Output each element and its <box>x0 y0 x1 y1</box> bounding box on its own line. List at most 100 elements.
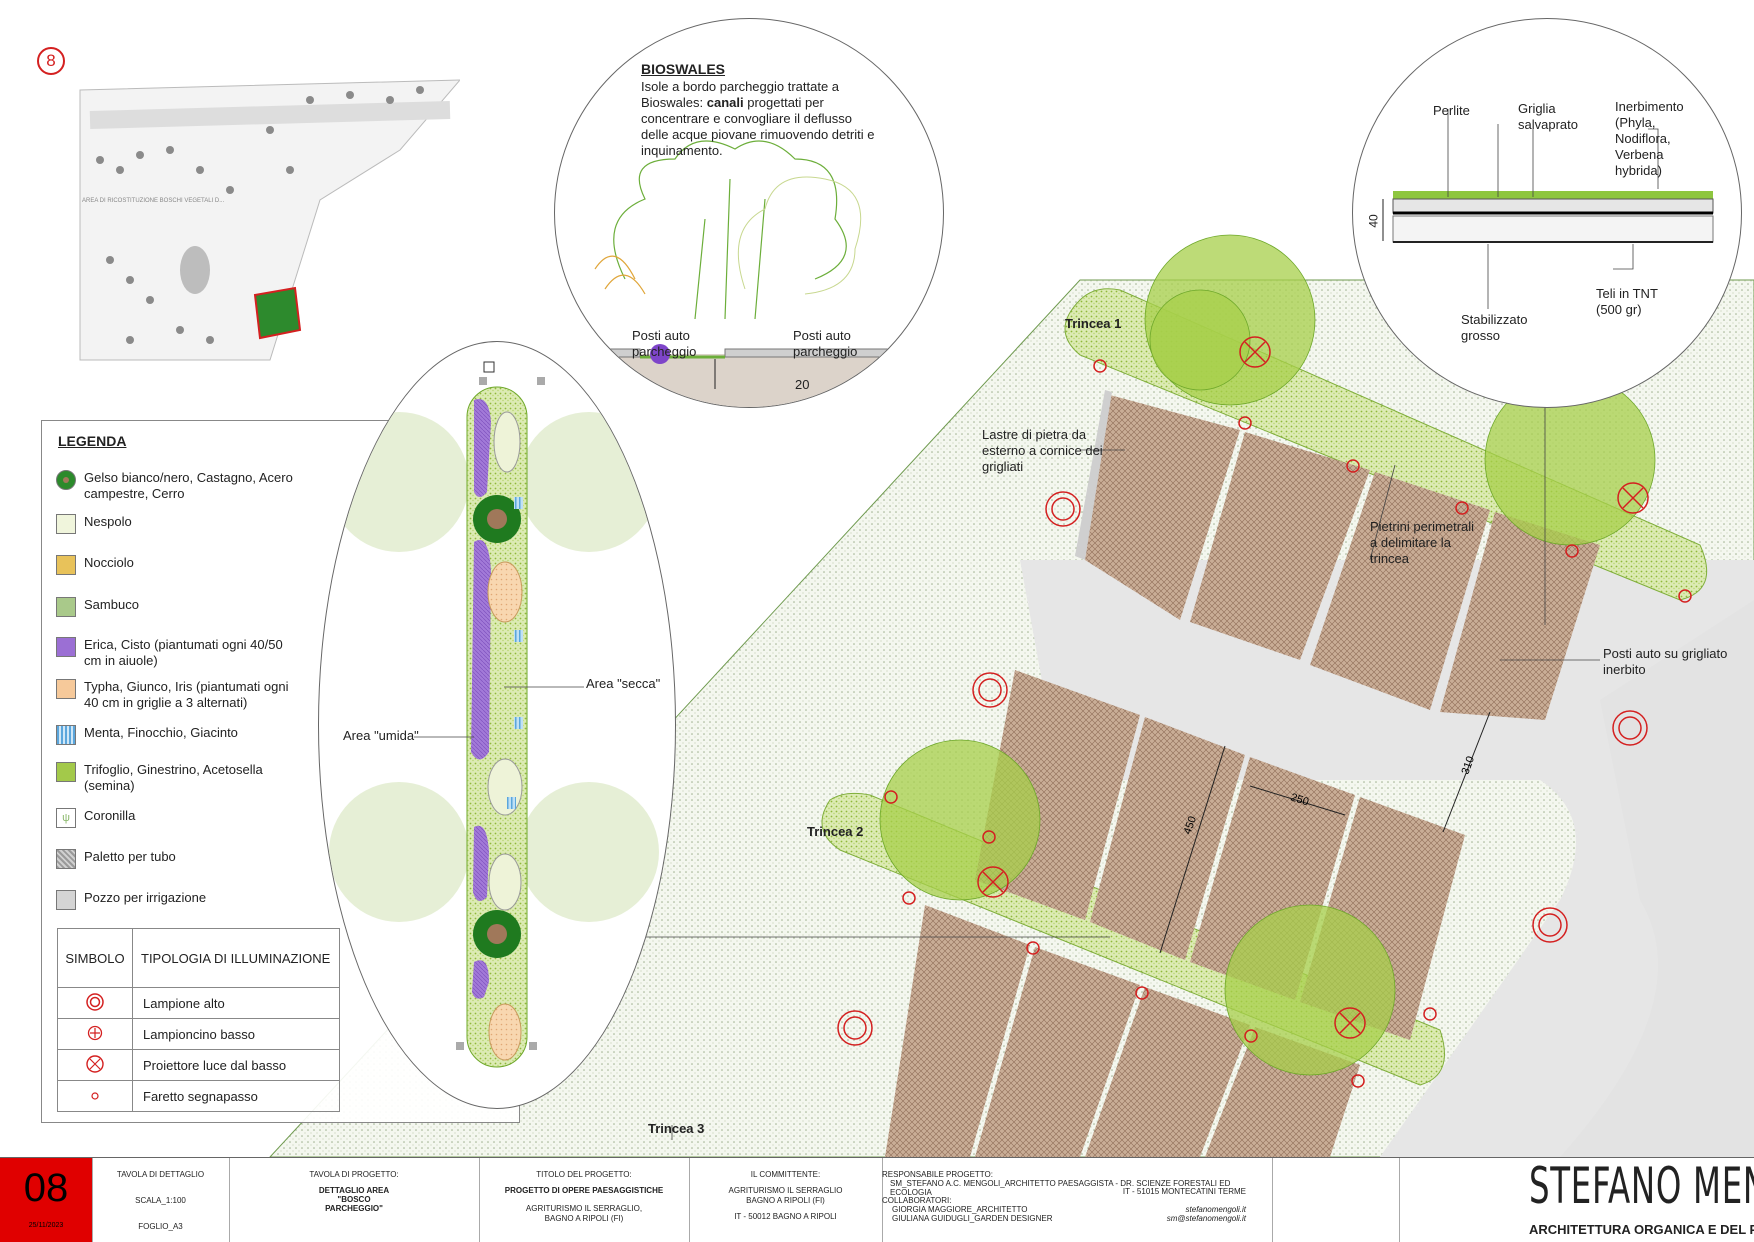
bioswales-depth: 20 <box>795 377 810 392</box>
trifoglio-icon <box>56 762 76 782</box>
trench-plan-illustration <box>329 361 659 1068</box>
collab-1: GIORGIA MAGGIORE_ARCHITETTO <box>892 1205 1028 1214</box>
legend-label-trifoglio: Trifoglio, Ginestrino, Acetosella (semin… <box>84 762 263 793</box>
legend-label-erica: Erica, Cisto (piantumati ogni 40/50 cm i… <box>84 637 283 668</box>
legend-label-sambuco: Sambuco <box>84 597 139 612</box>
section-depth: 40 <box>1366 214 1381 228</box>
posti-auto-label: Posti auto su grigliato inerbito <box>1603 646 1728 677</box>
email: sm@stefanomengoli.it <box>1166 1214 1246 1223</box>
lighting-row-faretto: Faretto segnapasso <box>132 1080 340 1112</box>
lighting-row-lampione-alto: Lampione alto <box>132 987 340 1019</box>
bioswales-desc-pre: Isole a bordo parcheggio trattate a Bios… <box>641 79 840 110</box>
bioswales-title: BIOSWALES <box>641 61 726 77</box>
tavola-dettaglio: TAVOLA DI DETTAGLIO <box>116 1170 205 1179</box>
lighting-row-proiettore: Proiettore luce dal basso <box>132 1049 340 1081</box>
trench-detail: Area "secca" Area "umida" <box>318 341 676 1109</box>
titolo-progetto-value: PROGETTO DI OPERE PAESAGGISTICHE <box>504 1186 664 1195</box>
web: stefanomengoli.it <box>1185 1205 1246 1214</box>
trincea-3-label: Trincea 3 <box>648 1121 705 1136</box>
section-inerbimento: Inerbimento (Phyla, Nodiflora, Verbena h… <box>1615 99 1684 178</box>
lighting-col-symbol: SIMBOLO <box>57 928 133 988</box>
tavola-progetto-cell: TAVOLA DI PROGETTO: DETTAGLIO AREA "BOSC… <box>229 1158 480 1242</box>
bioswales-description: Isole a bordo parcheggio trattate a Bios… <box>641 79 876 159</box>
committente-2: BAGNO A RIPOLI (FI) <box>746 1196 825 1205</box>
bioswales-illustration <box>555 140 943 407</box>
responsabile-label: RESPONSABILE PROGETTO: <box>882 1170 993 1179</box>
pavement-section-detail: Perlite Griglia salvaprato Inerbimento (… <box>1352 18 1742 408</box>
tavola-progetto-value: DETTAGLIO AREA "BOSCO PARCHEGGIO" <box>318 1186 390 1213</box>
erica-icon <box>56 637 76 657</box>
bioswales-detail: BIOSWALES Isole a bordo parcheggio tratt… <box>554 18 944 408</box>
trincea-2-label: Trincea 2 <box>807 824 864 839</box>
blank-cell <box>1272 1158 1400 1242</box>
legend-item-coronilla: ψ Coronilla <box>56 808 135 828</box>
dim-450: 450 <box>1182 815 1200 836</box>
legend-item-nespolo: Nespolo <box>56 514 132 534</box>
titolo-progetto-sub2: BAGNO A RIPOLI (FI) <box>544 1214 624 1223</box>
trincea-1-label: Trincea 1 <box>1065 316 1122 331</box>
scala: SCALA_1:100 <box>135 1196 186 1205</box>
committente-1: AGRITURISMO IL SERRAGLIO <box>728 1186 843 1195</box>
scale-cell: TAVOLA DI DETTAGLIO SCALA_1:100 FOGLIO_A… <box>92 1158 230 1242</box>
collaboratori-label: COLLABORATORI: <box>882 1196 952 1205</box>
titolo-progetto-cell: TITOLO DEL PROGETTO: PROGETTO DI OPERE P… <box>479 1158 690 1242</box>
section-illustration <box>1382 109 1714 309</box>
faretto-icon <box>57 1080 133 1112</box>
pozzo-icon <box>56 890 76 910</box>
legend-item-menta: Menta, Finocchio, Giacinto <box>56 725 238 745</box>
lampione-alto-icon <box>57 987 133 1019</box>
area-secca-label: Area "secca" <box>586 676 661 691</box>
legend-item-nocciolo: Nocciolo <box>56 555 134 575</box>
tree-icon <box>56 470 76 490</box>
brand-name: STEFANO MENGOLI <box>1529 1158 1754 1215</box>
foglio: FOGLIO_A3 <box>138 1222 183 1231</box>
sheet-date: 25/11/2023 <box>28 1222 64 1229</box>
dim-250: 250 <box>1289 791 1310 808</box>
paletto-icon <box>56 849 76 869</box>
committente-3: IT - 50012 BAGNO A RIPOLI <box>734 1212 837 1221</box>
section-stabilizzato: Stabilizzato grosso <box>1461 312 1528 343</box>
legend-item-sambuco: Sambuco <box>56 597 139 617</box>
legend-label-nespolo: Nespolo <box>84 514 132 529</box>
pietrini-label: Pietrini perimetrali a delimitare la tri… <box>1370 519 1475 566</box>
legend-label-nocciolo: Nocciolo <box>84 555 134 570</box>
collab-2: GIULIANA GUIDUGLI_GARDEN DESIGNER <box>892 1214 1053 1223</box>
lampioncino-basso-icon <box>57 1018 133 1050</box>
legend-item-typha: Typha, Giunco, Iris (piantumati ogni 40 … <box>56 679 304 711</box>
bioswales-desc-bold: canali <box>706 95 744 110</box>
sheet-number: 08 <box>23 1166 69 1210</box>
inset-area-label: AREA DI RICOSTITUZIONE BOSCHI VEGETALI D… <box>82 198 225 204</box>
brand-cell: STEFANO MENGOLI ARCHITETTURA ORGANICA E … <box>1399 1158 1754 1242</box>
lighting-row-lampioncino-basso: Lampioncino basso <box>132 1018 340 1050</box>
legend-label-typha: Typha, Giunco, Iris (piantumati ogni 40 … <box>84 679 289 710</box>
legend-item-trifoglio: Trifoglio, Ginestrino, Acetosella (semin… <box>56 762 304 794</box>
typha-icon <box>56 679 76 699</box>
legend-item-pozzo: Pozzo per irrigazione <box>56 890 206 910</box>
area-umida-label: Area "umida" <box>343 728 419 743</box>
section-perlite: Perlite <box>1433 103 1470 118</box>
legend-label-paletto: Paletto per tubo <box>84 849 176 864</box>
committente-cell: IL COMMITTENTE: AGRITURISMO IL SERRAGLIO… <box>689 1158 883 1242</box>
section-teli: Teli in TNT (500 gr) <box>1596 286 1658 317</box>
lighting-table: SIMBOLO TIPOLOGIA DI ILLUMINAZIONE Lampi… <box>57 928 340 1112</box>
nocciolo-icon <box>56 555 76 575</box>
section-griglia: Griglia salvaprato <box>1518 101 1578 132</box>
coronilla-icon: ψ <box>56 808 76 828</box>
menta-icon <box>56 725 76 745</box>
tavola-progetto-label: TAVOLA DI PROGETTO: <box>309 1170 399 1179</box>
sheet-marker-number: 8 <box>46 51 56 70</box>
bioswales-desc-post: progettati per concentrare e convogliare… <box>641 95 875 158</box>
brand-sub: ARCHITETTURA ORGANICA E DEL PAESAGGIO <box>1529 1222 1754 1237</box>
legend-label-pozzo: Pozzo per irrigazione <box>84 890 207 905</box>
lastre-label: Lastre di pietra da esterno a cornice de… <box>982 427 1103 474</box>
inset-site-map: AREA DI RICOSTITUZIONE BOSCHI VEGETALI D… <box>79 79 460 361</box>
nespolo-icon <box>56 514 76 534</box>
lighting-col-type: TIPOLOGIA DI ILLUMINAZIONE <box>132 928 340 988</box>
responsabile-value: SM_STEFANO A.C. MENGOLI_ARCHITETTO PAESA… <box>890 1179 1231 1197</box>
titolo-progetto-label: TITOLO DEL PROGETTO: <box>536 1170 632 1179</box>
legend-label-trees: Gelso bianco/nero, Castagno, Acero campe… <box>84 470 293 501</box>
sheet-marker: 8 <box>37 47 65 75</box>
bioswales-left-parking: Posti auto parcheggio <box>632 328 697 359</box>
sambuco-icon <box>56 597 76 617</box>
title-block: 08 25/11/2023 TAVOLA DI DETTAGLIO SCALA_… <box>0 1157 1754 1242</box>
